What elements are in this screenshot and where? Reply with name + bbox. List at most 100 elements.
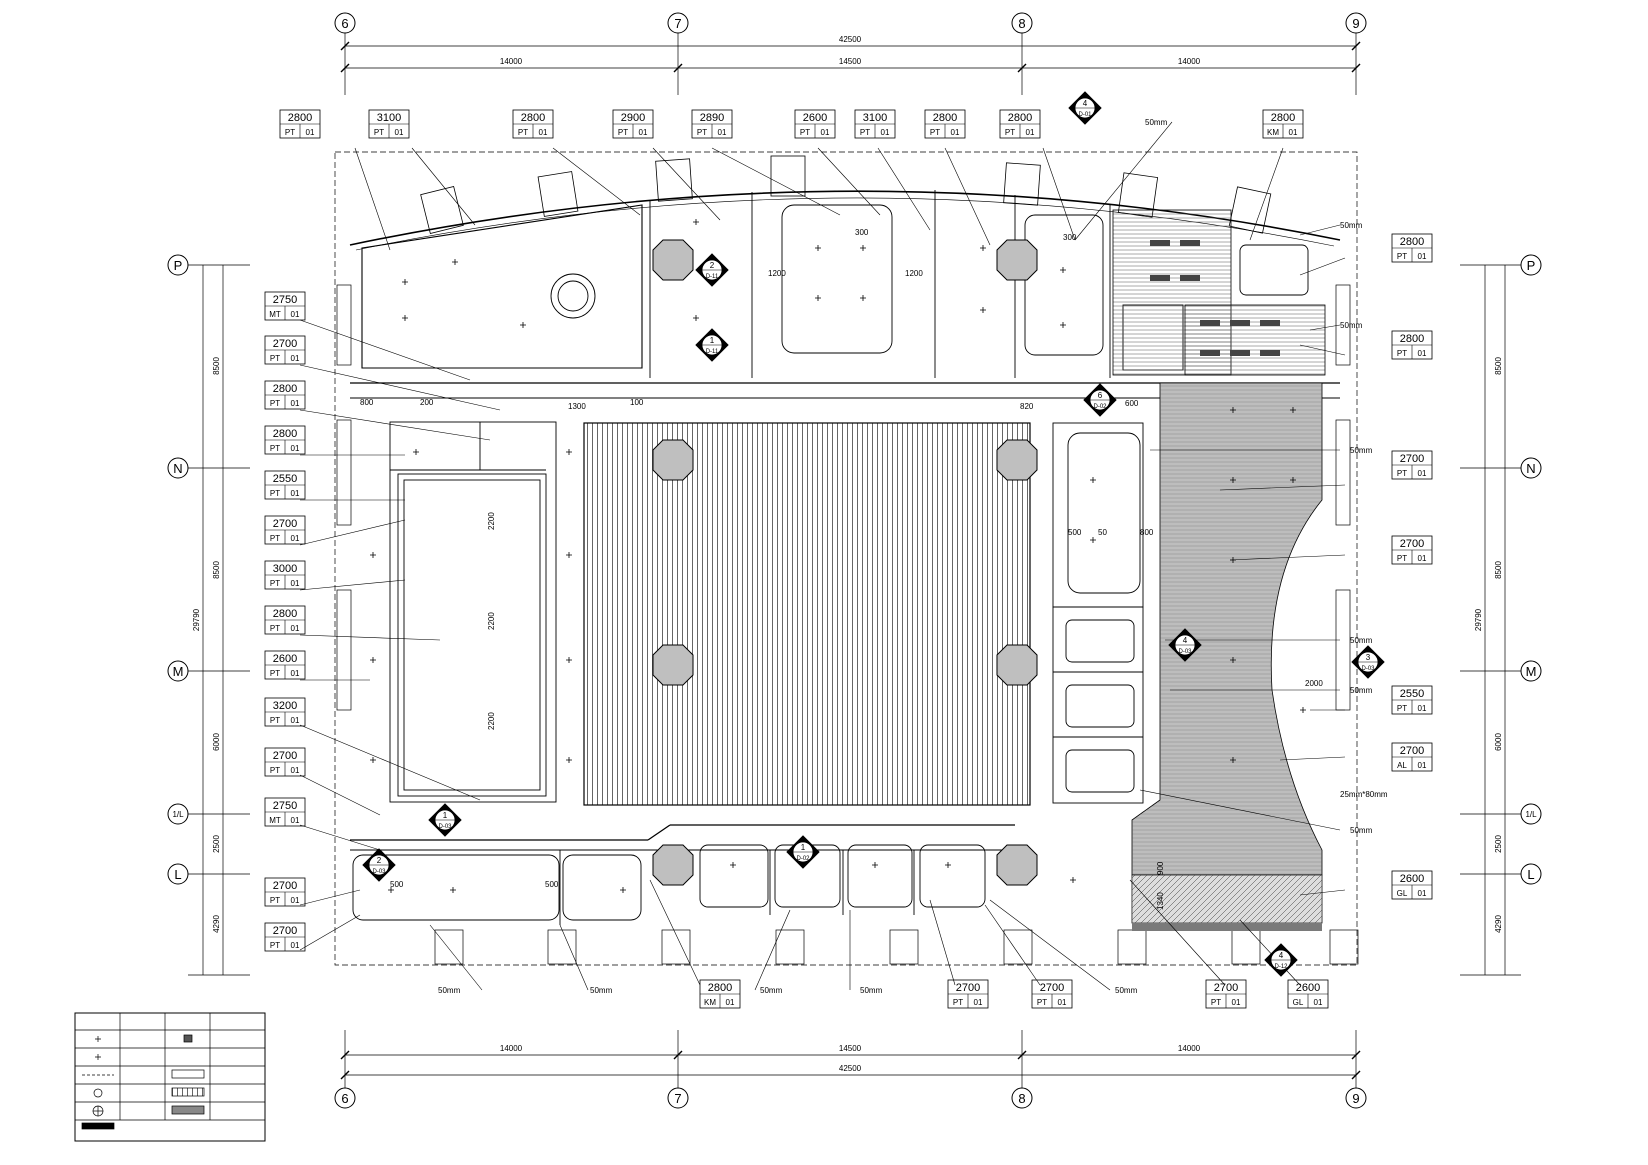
dim-inner: 50 bbox=[1098, 528, 1107, 537]
marker-number: 4 bbox=[1279, 951, 1284, 960]
tag-code: PT bbox=[518, 128, 528, 137]
tag-code: PT bbox=[1037, 998, 1047, 1007]
section-marker: 6D-02 bbox=[1083, 383, 1117, 417]
note-vent: 50mm bbox=[760, 986, 783, 995]
dim-right-seg: 8500 bbox=[1494, 357, 1503, 375]
lobby-hatched-area bbox=[1112, 209, 1326, 931]
tag-height: 2600 bbox=[1296, 982, 1320, 994]
tag-num: 01 bbox=[291, 941, 300, 950]
note-vent: 50mm bbox=[860, 986, 883, 995]
tag-code: GL bbox=[1293, 998, 1304, 1007]
section-marker: 4D-01 bbox=[1068, 91, 1102, 125]
marker-ref: D-03 bbox=[372, 869, 386, 875]
marker-number: 1 bbox=[801, 843, 806, 852]
annotation-notes: 50mm 50mm 50mm 50mm 50mm 50mm 50mm 25mm*… bbox=[360, 118, 1388, 995]
dim-right-seg: 4290 bbox=[1494, 915, 1503, 933]
dimension-lines bbox=[188, 33, 1521, 1088]
dim-bottom-seg: 14000 bbox=[1178, 1044, 1201, 1053]
column-grid-top: 6 7 8 9 bbox=[334, 12, 1367, 34]
section-markers: 2D-111D-116D-021D-034D-033D-032D-031D-02… bbox=[362, 91, 1385, 977]
column-grid-bottom: 6 7 8 9 bbox=[334, 1087, 1367, 1109]
tag-height: 2800 bbox=[273, 608, 297, 620]
dim-right-seg: 6000 bbox=[1494, 733, 1503, 751]
tag-num: 01 bbox=[291, 399, 300, 408]
dim-inner: 300 bbox=[855, 228, 869, 237]
tag-height: 2700 bbox=[1040, 982, 1064, 994]
dim-inner: 1300 bbox=[568, 402, 586, 411]
tag-height: 2750 bbox=[273, 294, 297, 306]
tag-num: 01 bbox=[821, 128, 830, 137]
marker-number: 2 bbox=[710, 261, 715, 270]
tag-num: 01 bbox=[291, 310, 300, 319]
dim-top-seg: 14500 bbox=[839, 57, 862, 66]
note-vent: 50mm bbox=[1340, 321, 1363, 330]
dim-top-seg: 14000 bbox=[500, 57, 523, 66]
tag-num: 01 bbox=[726, 998, 735, 1007]
dim-inner: 820 bbox=[1020, 402, 1034, 411]
tag-height: 2550 bbox=[1400, 688, 1424, 700]
dim-bottom-total: 42500 bbox=[839, 1064, 862, 1073]
tag-num: 01 bbox=[1418, 761, 1427, 770]
grid-label: N bbox=[1526, 461, 1535, 476]
tag-code: PT bbox=[285, 128, 295, 137]
marker-ref: D-11 bbox=[706, 274, 719, 280]
dim-inner: 500 bbox=[1068, 528, 1082, 537]
grid-label: L bbox=[1527, 867, 1534, 882]
marker-ref: D-02 bbox=[1093, 404, 1107, 410]
dim-inner: 1340 bbox=[1156, 892, 1165, 910]
dim-left-seg: 4290 bbox=[212, 915, 221, 933]
tag-height: 2700 bbox=[273, 880, 297, 892]
grid-bubble-col-8-bottom: 8 bbox=[1011, 1087, 1033, 1109]
tag-num: 01 bbox=[1418, 889, 1427, 898]
section-marker: 2D-03 bbox=[362, 848, 396, 882]
grid-bubble-row-P-right: P bbox=[1520, 254, 1542, 276]
tag-height: 2700 bbox=[1214, 982, 1238, 994]
marker-number: 6 bbox=[1098, 391, 1103, 400]
tag-code: PT bbox=[1397, 554, 1407, 563]
section-marker: 1D-11 bbox=[695, 328, 729, 362]
tag-num: 01 bbox=[291, 534, 300, 543]
tag-height: 2700 bbox=[1400, 745, 1424, 757]
tag-code: PT bbox=[800, 128, 810, 137]
dim-left-seg: 8500 bbox=[212, 561, 221, 579]
tag-num: 01 bbox=[1418, 554, 1427, 563]
grid-label: 8 bbox=[1018, 16, 1025, 31]
tag-num: 01 bbox=[306, 128, 315, 137]
dim-bottom-seg: 14500 bbox=[839, 1044, 862, 1053]
grid-bubble-row-1L-left: 1/L bbox=[167, 803, 189, 825]
tag-height: 2700 bbox=[273, 925, 297, 937]
tag-num: 01 bbox=[1232, 998, 1241, 1007]
dim-inner: 500 bbox=[390, 880, 404, 889]
tag-height: 2800 bbox=[1271, 112, 1295, 124]
grid-bubble-row-M-right: M bbox=[1520, 660, 1542, 682]
structural-columns bbox=[652, 239, 1038, 886]
tag-code: PT bbox=[618, 128, 628, 137]
dim-inner: 300 bbox=[1063, 233, 1077, 242]
tag-code: PT bbox=[270, 444, 280, 453]
tag-code: GL bbox=[1397, 889, 1408, 898]
dimension-texts: 42500 14000 14500 14000 14000 14500 1400… bbox=[192, 35, 1503, 1073]
dim-inner: 2200 bbox=[487, 712, 496, 730]
marker-ref: D-03 bbox=[1361, 666, 1375, 672]
tag-num: 01 bbox=[539, 128, 548, 137]
dim-inner: 800 bbox=[360, 398, 374, 407]
tag-height: 2800 bbox=[273, 383, 297, 395]
tag-num: 01 bbox=[1289, 128, 1298, 137]
section-marker: 3D-03 bbox=[1351, 645, 1385, 679]
tag-num: 01 bbox=[1314, 998, 1323, 1007]
tag-num: 01 bbox=[951, 128, 960, 137]
tag-code: PT bbox=[1211, 998, 1221, 1007]
tag-height: 3200 bbox=[273, 700, 297, 712]
